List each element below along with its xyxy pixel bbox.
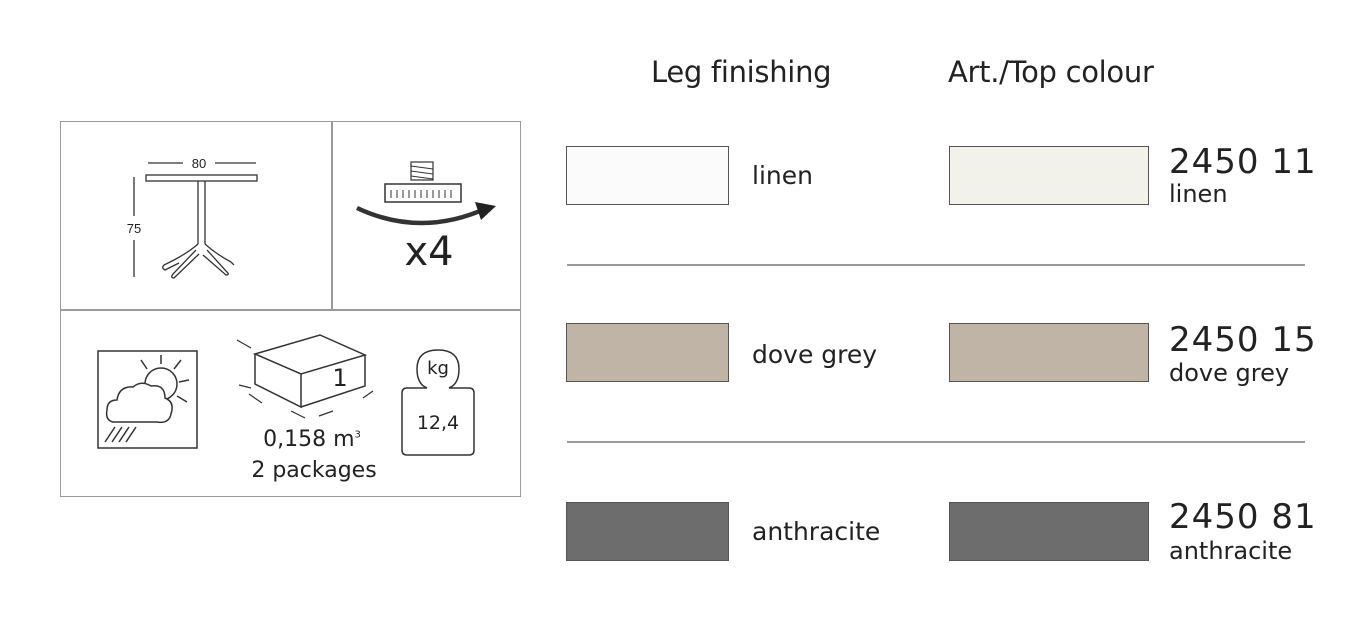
spec-divider-horizontal <box>61 309 520 311</box>
top-swatch-dove-grey <box>949 323 1149 382</box>
spec-box: 80 75 x4 <box>60 121 521 497</box>
leg-label-anthracite: anthracite <box>752 517 881 546</box>
leg-swatch-anthracite <box>566 502 729 561</box>
spec-drawings: 80 75 x4 <box>97 156 496 456</box>
package-count: 2 packages <box>251 458 377 483</box>
weight-value-label: 12,4 <box>417 412 459 434</box>
width-dimension-label: 80 <box>192 156 206 171</box>
glide-rotation-icon <box>356 161 496 226</box>
box-count-label: 1 <box>332 364 347 392</box>
article-code-anthracite: 2450 81 <box>1169 497 1317 537</box>
leg-swatch-linen <box>566 146 729 205</box>
package-box-icon <box>236 334 374 419</box>
outdoor-weather-icon <box>97 350 198 449</box>
volume-value: 0,158 m <box>263 427 355 452</box>
leg-label-dove-grey: dove grey <box>752 340 878 369</box>
leg-swatch-dove-grey <box>566 323 729 382</box>
top-swatch-anthracite <box>949 502 1149 561</box>
weight-unit-label: kg <box>427 358 449 379</box>
weight-icon <box>401 349 475 456</box>
top-swatch-linen <box>949 146 1149 205</box>
package-volume: 0,158 m3 <box>247 427 377 452</box>
leg-label-linen: linen <box>752 161 813 190</box>
top-label-linen: linen <box>1169 180 1228 208</box>
article-code-dove-grey: 2450 15 <box>1169 320 1317 360</box>
row-divider-2 <box>567 441 1305 443</box>
top-label-dove-grey: dove grey <box>1169 359 1290 387</box>
row-divider-1 <box>567 264 1305 266</box>
spec-divider-vertical <box>331 122 333 310</box>
top-label-anthracite: anthracite <box>1169 537 1293 565</box>
article-code-linen: 2450 11 <box>1169 142 1317 182</box>
height-dimension-label: 75 <box>127 221 141 236</box>
table-dimension-icon <box>133 162 258 279</box>
quantity-label: x4 <box>404 229 453 275</box>
volume-unit-superscript: 3 <box>354 429 361 441</box>
art-top-colour-heading: Art./Top colour <box>948 55 1154 89</box>
leg-finishing-heading: Leg finishing <box>651 55 832 89</box>
